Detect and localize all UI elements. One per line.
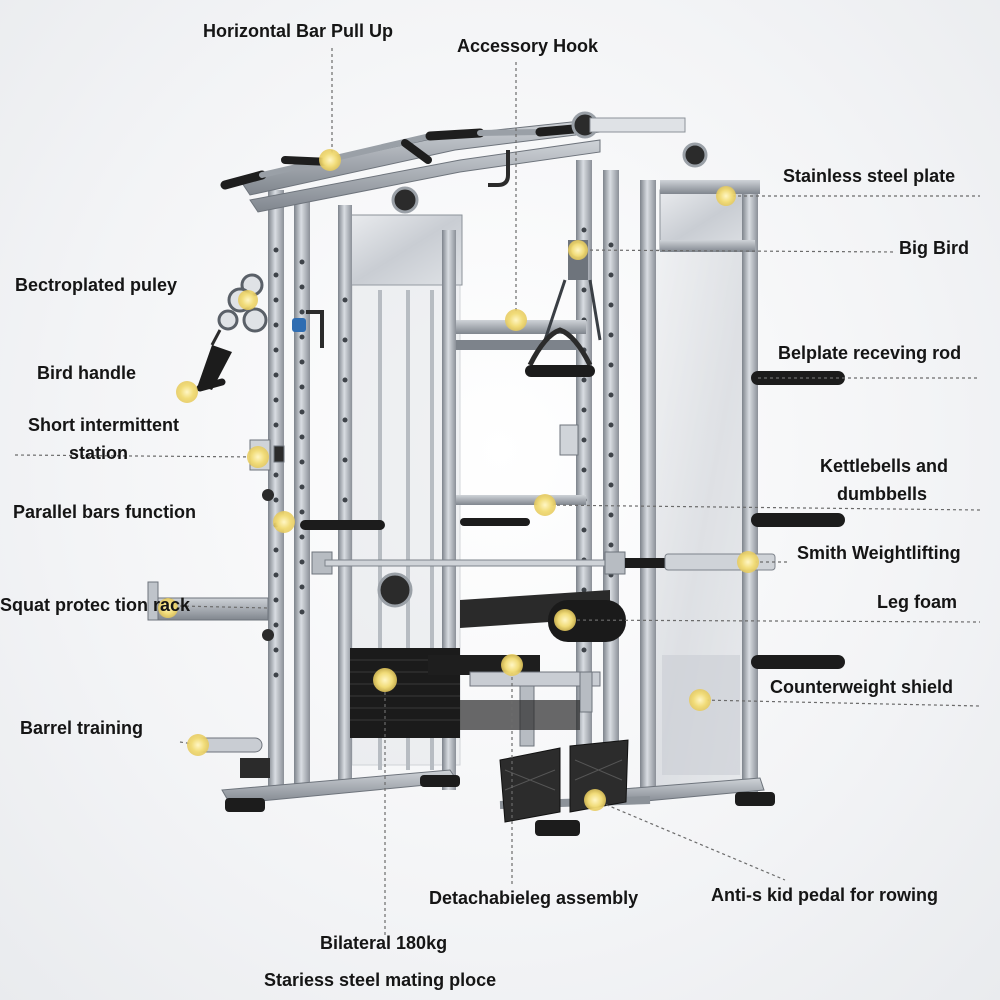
label-kettlebells-line2: dumbbells [837, 484, 928, 504]
weight-stack [350, 648, 740, 775]
base-frame [221, 769, 775, 836]
leader-lines [14, 48, 981, 935]
label-smith-weightlifting: Smith Weightlifting [797, 543, 961, 563]
label-detachable-leg-assembly: Detachabieleg assembly [429, 888, 639, 908]
label-big-bird: Big Bird [899, 238, 969, 258]
squat-protection-rack [147, 489, 274, 641]
plate-receiving-rods [751, 371, 845, 669]
label-short-intermittent-station-line2: station [69, 443, 129, 463]
label-electroplated-pulley: Bectroplated puley [15, 275, 178, 295]
label-stainless-steel-plate: Stainless steel plate [783, 166, 956, 186]
label-anti-skid-pedal: Anti-s kid pedal for rowing [711, 885, 939, 905]
barrel-bar [191, 737, 270, 778]
label-short-intermittent-station-line1: Short intermittent [28, 415, 179, 435]
label-belplate-receiving-rod: Belplate receving rod [778, 343, 962, 363]
label-horizontal-bar-pull-up: Horizontal Bar Pull Up [203, 21, 394, 41]
pull-up-bar [220, 123, 590, 190]
label-bird-handle: Bird handle [37, 363, 137, 383]
label-kettlebells-line1: Kettlebells and [820, 456, 949, 476]
top-pulleys [391, 111, 708, 214]
anti-skid-pedal [499, 739, 629, 823]
highlight-markers [158, 149, 759, 811]
label-counterweight-shield: Counterweight shield [770, 677, 954, 697]
accessory-hook [488, 150, 510, 187]
label-bilateral-180kg: Bilateral 180kg [320, 933, 448, 953]
label-parallel-bars-function: Parallel bars function [13, 502, 197, 522]
parallel-bars [300, 495, 586, 530]
label-accessory-hook: Accessory Hook [457, 36, 599, 56]
label-barrel-training: Barrel training [20, 718, 144, 738]
label-squat-protection-rack: Squat protec tion rack [0, 595, 191, 615]
label-leg-foam: Leg foam [877, 592, 958, 612]
low-pulley [377, 572, 413, 608]
label-stainless-steel-mating-place: Stariess steel mating ploce [264, 970, 497, 990]
